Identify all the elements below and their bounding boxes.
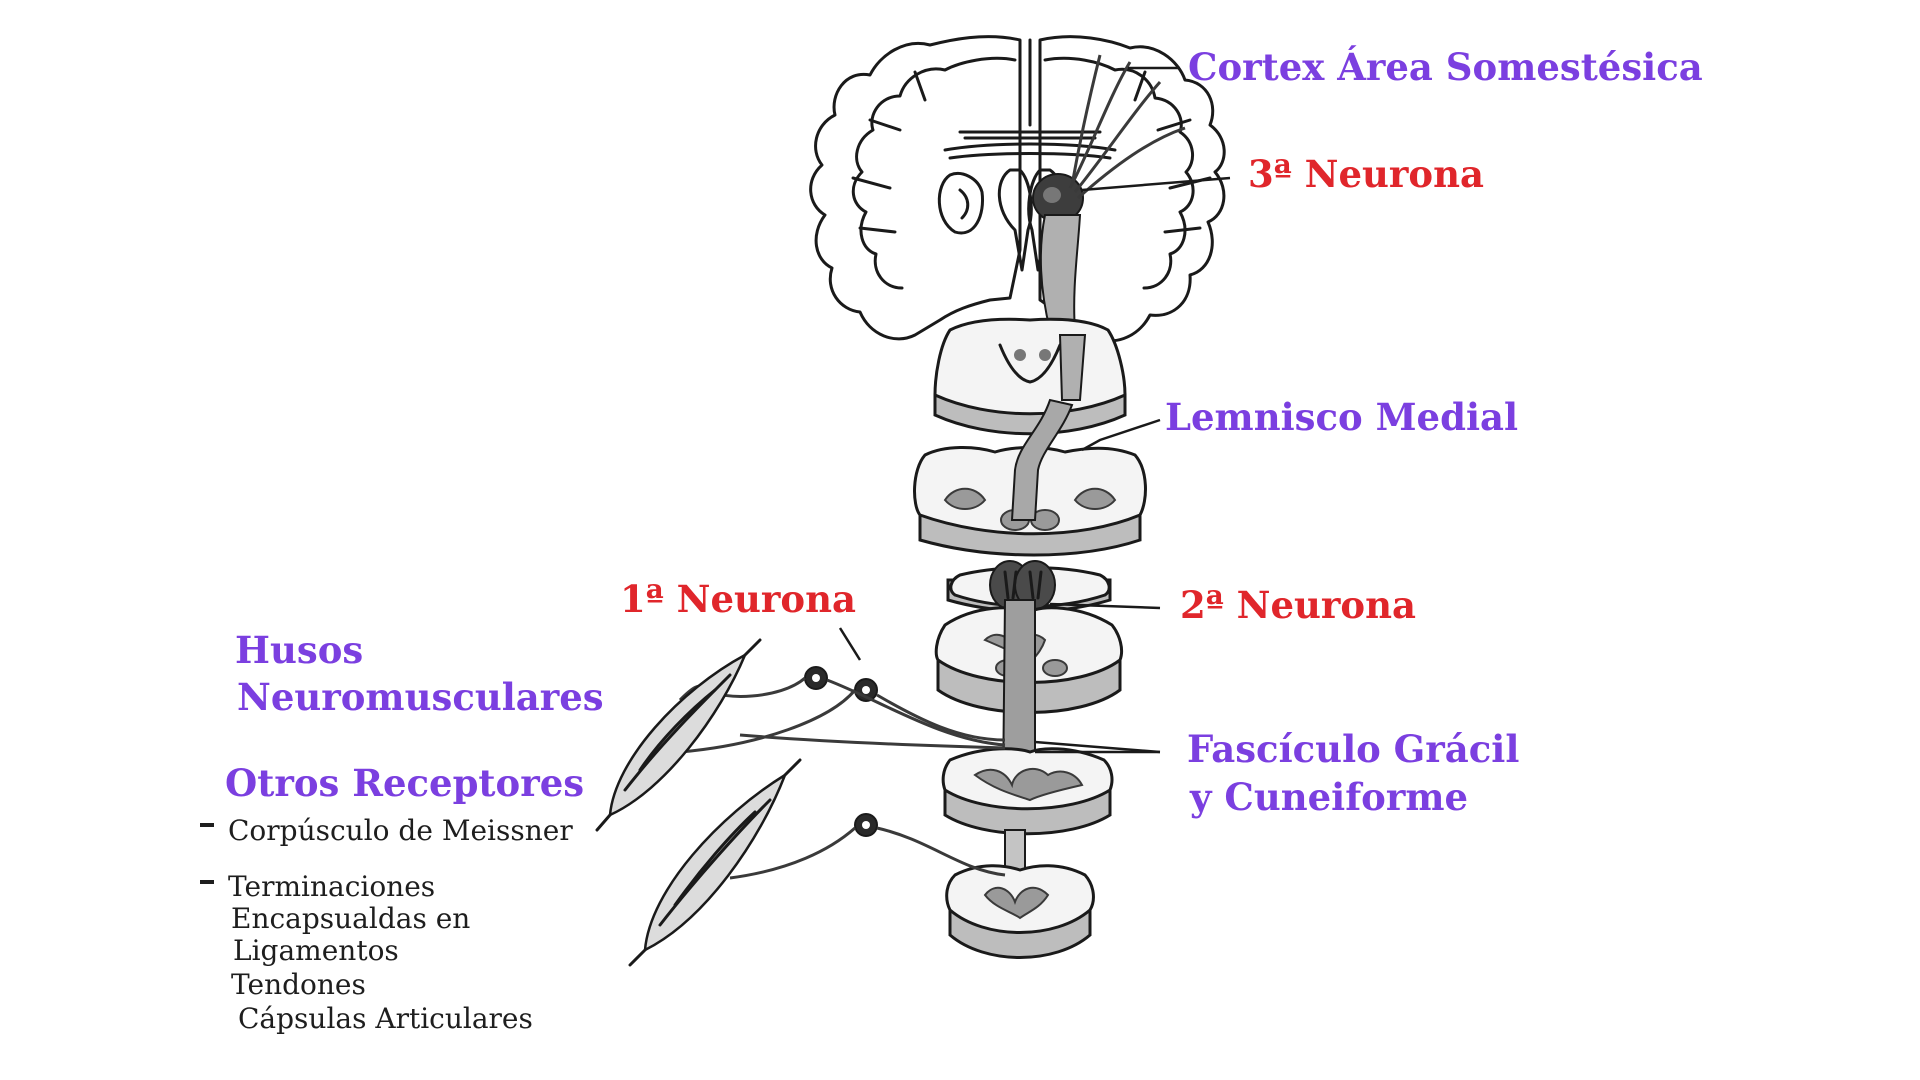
label-husos-line1: Husos bbox=[235, 628, 363, 672]
label-fasciculo-line1: Fascículo Grácil bbox=[1187, 727, 1519, 771]
brain-coronal-section bbox=[811, 37, 1225, 341]
receptor-item-line: Terminaciones bbox=[228, 870, 435, 903]
label-husos-line2: Neuromusculares bbox=[237, 675, 604, 719]
receptor-item-line: Encapsualdas en bbox=[231, 902, 470, 935]
spinal-cord-lower bbox=[947, 866, 1094, 958]
midbrain-section bbox=[935, 319, 1125, 433]
label-neurona-3: 3ª Neurona bbox=[1248, 152, 1484, 196]
label-lemnisco-medial: Lemnisco Medial bbox=[1165, 395, 1518, 439]
label-otros-receptores: Otros Receptores bbox=[225, 761, 584, 805]
receptor-item-line: Tendones bbox=[231, 968, 366, 1001]
receptor-list: Corpúsculo de Meissner Terminaciones Enc… bbox=[200, 814, 573, 1035]
muscle-spindle-lower bbox=[630, 760, 800, 965]
label-cortex: Cortex Área Somestésica bbox=[1188, 45, 1703, 89]
label-fasciculo-line2: y Cuneiforme bbox=[1189, 775, 1468, 819]
label-neurona-1: 1ª Neurona bbox=[620, 577, 856, 621]
receptor-item-line: Ligamentos bbox=[233, 934, 399, 967]
receptor-item-line: Cápsulas Articulares bbox=[238, 1002, 533, 1035]
label-neurona-2: 2ª Neurona bbox=[1180, 583, 1416, 627]
bullet-dash bbox=[200, 880, 214, 884]
muscle-spindle-upper bbox=[597, 640, 760, 830]
bullet-dash bbox=[200, 823, 214, 827]
receptor-item-meissner: Corpúsculo de Meissner bbox=[228, 814, 573, 847]
spinal-cord-middle bbox=[943, 749, 1112, 834]
